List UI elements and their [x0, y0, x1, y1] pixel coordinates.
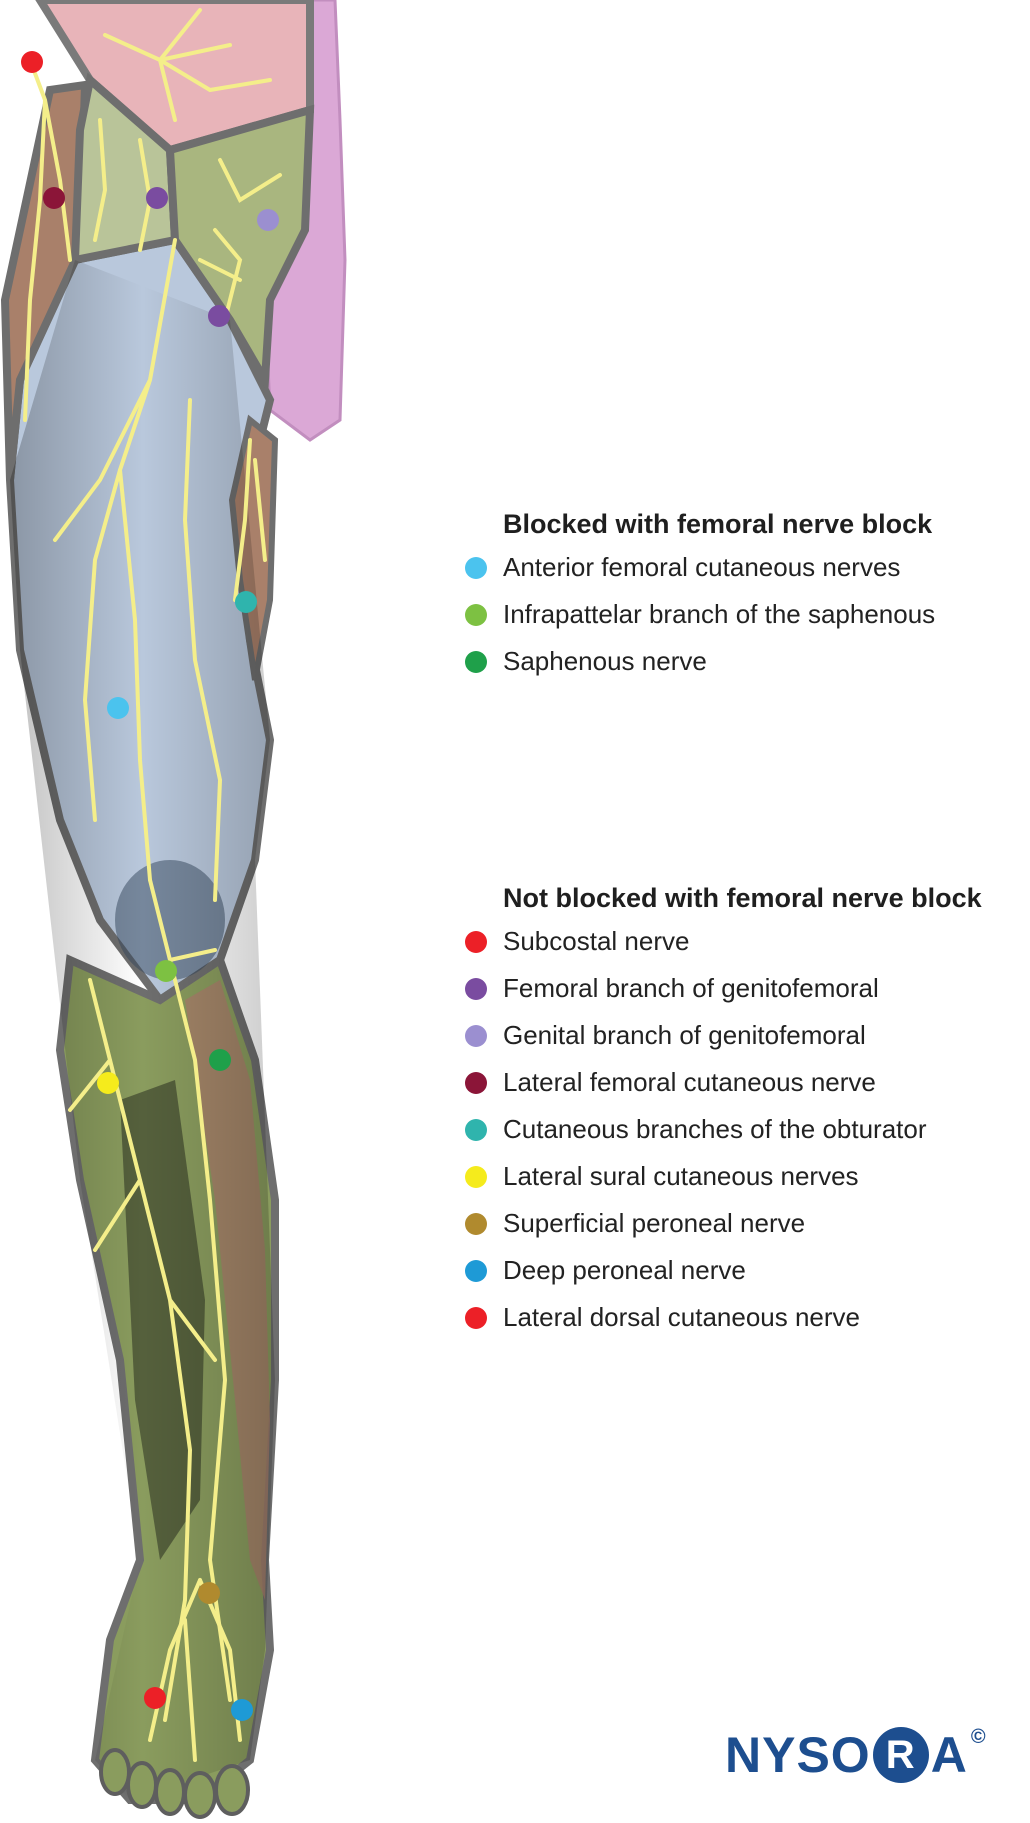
marker-lateral-sural-cutaneous: [97, 1072, 119, 1094]
legend-dot: [465, 977, 487, 1000]
legend-item: Deep peroneal nerve: [460, 1247, 982, 1294]
legend-dot: [465, 1118, 487, 1141]
legend-item: Lateral sural cutaneous nerves: [460, 1153, 982, 1200]
legend-item: Cutaneous branches of the obturator: [460, 1106, 982, 1153]
legend-item: Genital branch of genitofemoral: [460, 1012, 982, 1059]
legend-label: Femoral branch of genitofemoral: [503, 973, 879, 1003]
marker-subcostal: [21, 51, 43, 73]
legend-dot: [465, 1165, 487, 1188]
legend-item: Saphenous nerve: [460, 638, 935, 685]
legend-dot: [465, 1024, 487, 1047]
legend-dot: [465, 603, 487, 626]
legend-dot: [465, 556, 487, 579]
legend-item: Femoral branch of genitofemoral: [460, 965, 982, 1012]
legend-label: Anterior femoral cutaneous nerves: [503, 552, 901, 582]
marker-deep-peroneal: [231, 1699, 253, 1721]
legend-dot: [465, 930, 487, 953]
marker-saphenous: [209, 1049, 231, 1071]
legend-dot: [465, 1212, 487, 1235]
marker-anterior-femoral-cutaneous: [107, 697, 129, 719]
logo-text-start: NYSO: [725, 1727, 871, 1783]
legend-dot: [465, 1306, 487, 1329]
legend-label: Infrapattelar branch of the saphenous: [503, 599, 936, 629]
marker-femoral-branch-genitofemoral-lower: [208, 305, 230, 327]
legend-label: Genital branch of genitofemoral: [503, 1020, 866, 1050]
legend-label: Deep peroneal nerve: [503, 1255, 746, 1285]
legend-dot: [465, 1259, 487, 1282]
legend-label: Subcostal nerve: [503, 926, 690, 956]
legend-label: Lateral dorsal cutaneous nerve: [503, 1302, 861, 1332]
leg-illustration: [0, 0, 347, 1819]
marker-obturator: [235, 591, 257, 613]
nerve-branches: [23, 8, 282, 1762]
legend-item: Superficial peroneal nerve: [460, 1200, 982, 1247]
marker-superficial-peroneal: [198, 1582, 220, 1604]
marker-femoral-branch-genitofemoral-upper: [146, 187, 168, 209]
marker-lateral-dorsal-cutaneous: [144, 1687, 166, 1709]
legend-item: Lateral femoral cutaneous nerve: [460, 1059, 982, 1106]
legend-item: Anterior femoral cutaneous nerves: [460, 544, 935, 591]
legend-not-blocked: Not blocked with femoral nerve block Sub…: [460, 878, 982, 1341]
logo-circle-letter: R: [872, 1727, 929, 1783]
legend-label: Cutaneous branches of the obturator: [503, 1114, 927, 1144]
legend-label: Lateral femoral cutaneous nerve: [503, 1067, 876, 1097]
marker-lateral-femoral-cutaneous: [43, 187, 65, 209]
legend-not-blocked-title: Not blocked with femoral nerve block: [503, 883, 982, 913]
marker-infrapatellar-saphenous: [155, 960, 177, 982]
marker-genital-branch-genitofemoral: [257, 209, 279, 231]
legend-blocked-title: Blocked with femoral nerve block: [503, 509, 933, 539]
nysora-logo: NYSO R A ©: [725, 1720, 987, 1790]
nerve-markers: [21, 51, 279, 1721]
legend-label: Superficial peroneal nerve: [503, 1208, 806, 1238]
legend-label: Saphenous nerve: [503, 646, 707, 676]
legend-dot: [465, 1071, 487, 1094]
toes: [99, 1748, 250, 1819]
legend-dot: [465, 650, 487, 673]
legend-item: Infrapattelar branch of the saphenous: [460, 591, 935, 638]
legend-label: Lateral sural cutaneous nerves: [503, 1161, 859, 1191]
legend-blocked: Blocked with femoral nerve block Anterio…: [460, 504, 935, 685]
legend-item: Subcostal nerve: [460, 918, 982, 965]
logo-text-end: A: [930, 1727, 968, 1783]
logo-copyright-mark: ©: [970, 1726, 987, 1748]
legend-item: Lateral dorsal cutaneous nerve: [460, 1294, 982, 1341]
leg-shading: [10, 260, 275, 1800]
